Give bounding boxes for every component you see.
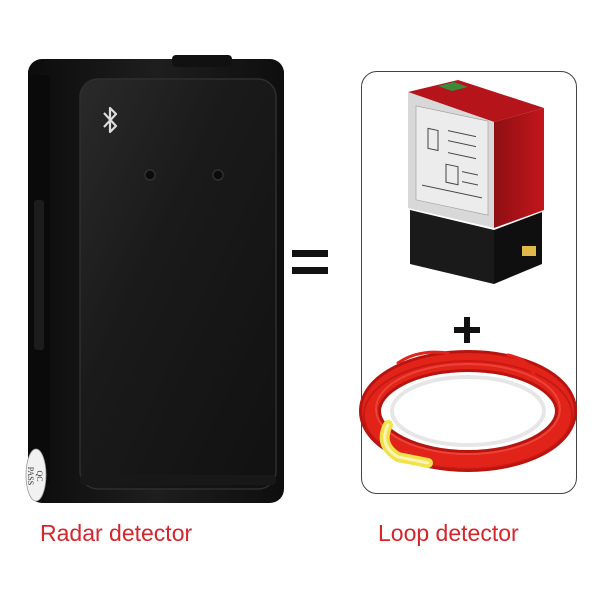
caption-radar-detector: Radar detector <box>40 520 193 546</box>
loop-wire-coil <box>358 345 578 475</box>
qc-pass-label: QC PASS <box>12 465 58 487</box>
loop-detector-module <box>398 78 546 288</box>
caption-loop-detector: Loop detector <box>378 520 519 546</box>
plus-sign <box>454 317 480 343</box>
radar-detector-illustration <box>25 55 284 503</box>
loop-module-illustration <box>408 80 544 284</box>
radar-detector-device: QC PASS <box>22 55 290 507</box>
qc-label-line1: QC <box>35 470 44 482</box>
wire-coil-illustration <box>359 350 577 472</box>
bluetooth-icon <box>103 106 118 134</box>
qc-label-line2: PASS <box>26 466 35 486</box>
equals-sign <box>292 250 328 276</box>
